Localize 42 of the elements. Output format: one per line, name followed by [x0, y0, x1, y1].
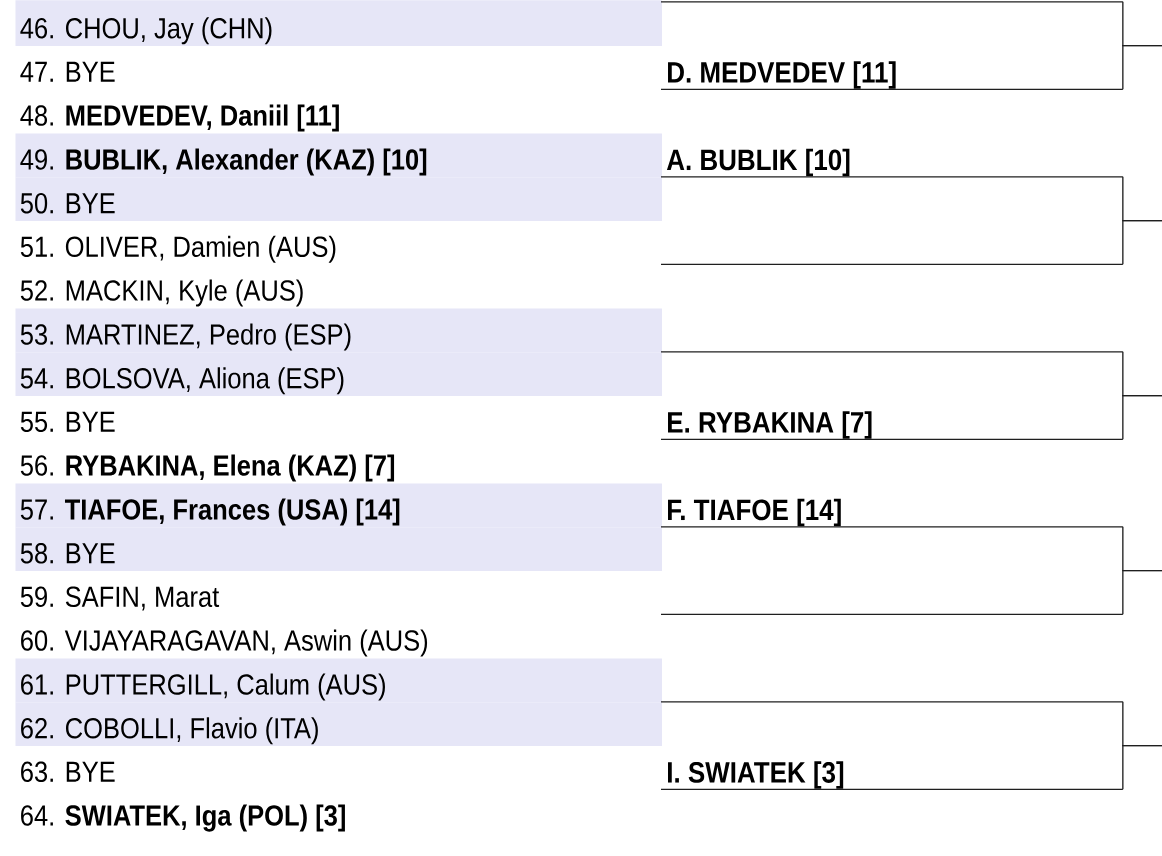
player-entry: 46. CHOU, Jay (CHN): [15, 0, 662, 46]
bracket-line: [660, 1, 1124, 3]
player-entry: 49. BUBLIK, Alexander (KAZ) [10]: [15, 133, 662, 178]
player-entry: 47. BYE: [20, 61, 115, 82]
player-entry: 50. BYE: [15, 177, 662, 221]
player-entry: 57. TIAFOE, Frances (USA) [14]: [15, 483, 662, 528]
node-label: 57. TIAFOE, Frances (USA) [14]: [20, 498, 400, 526]
player-entry: 48. MEDVEDEV, Daniil [11]: [20, 104, 339, 132]
player-entry: 62. COBOLLI, Flavio (ITA): [15, 702, 662, 747]
node-label: 54. BOLSOVA, Aliona (ESP): [20, 367, 344, 395]
bracket-name: I. SWIATEK [3]: [660, 761, 1124, 790]
bracket-name: E. RYBAKINA [7]: [660, 411, 1124, 440]
node-label: 49. BUBLIK, Alexander (KAZ) [10]: [20, 148, 427, 176]
player-entry: 55. BYE: [20, 411, 115, 433]
node-label: 61. PUTTERGILL, Calum (AUS): [21, 673, 385, 701]
bracket-line: [660, 351, 1124, 353]
player-entry: 61. PUTTERGILL, Calum (AUS): [15, 658, 662, 703]
player-entry: 56. RYBAKINA, Elena (KAZ) [7]: [20, 454, 395, 482]
bracket-connector: [1122, 744, 1162, 790]
bracket-connector: [1122, 569, 1162, 615]
player-entry: 52. MACKIN, Kyle (AUS): [20, 279, 303, 307]
player-entry: 60. VIJAYARAGAVAN, Aswin (AUS): [21, 629, 428, 657]
player-entry: 59. SAFIN, Marat: [20, 586, 220, 611]
player-entry: 58. BYE: [15, 527, 662, 572]
bracket-connector: [1122, 219, 1162, 265]
bracket-name: D. MEDVEDEV [11]: [660, 61, 1124, 90]
player-entry: 63. BYE: [21, 761, 115, 783]
node-label: 62. COBOLLI, Flavio (ITA): [21, 717, 318, 745]
player-entry: 54. BOLSOVA, Aliona (ESP): [15, 352, 662, 396]
bracket-line: [660, 701, 1124, 703]
bracket-name: F. TIAFOE [14]: [660, 498, 1124, 528]
player-entry: 64. SWIATEK, Iga (POL) [3]: [21, 804, 345, 832]
node-label: 53. MARTINEZ, Pedro (ESP): [20, 323, 351, 351]
bracket-line: [660, 263, 1124, 265]
player-entry: 53. MARTINEZ, Pedro (ESP): [15, 308, 662, 353]
bracket-line: [660, 613, 1124, 615]
bracket-connector: [1122, 44, 1162, 90]
player-entry: 51. OLIVER, Damien (AUS): [20, 235, 336, 263]
bracket-name: A. BUBLIK [10]: [660, 148, 1124, 178]
bracket-connector: [1122, 394, 1162, 440]
node-label: 50. BYE: [20, 193, 115, 214]
node-label: 58. BYE: [20, 543, 115, 564]
